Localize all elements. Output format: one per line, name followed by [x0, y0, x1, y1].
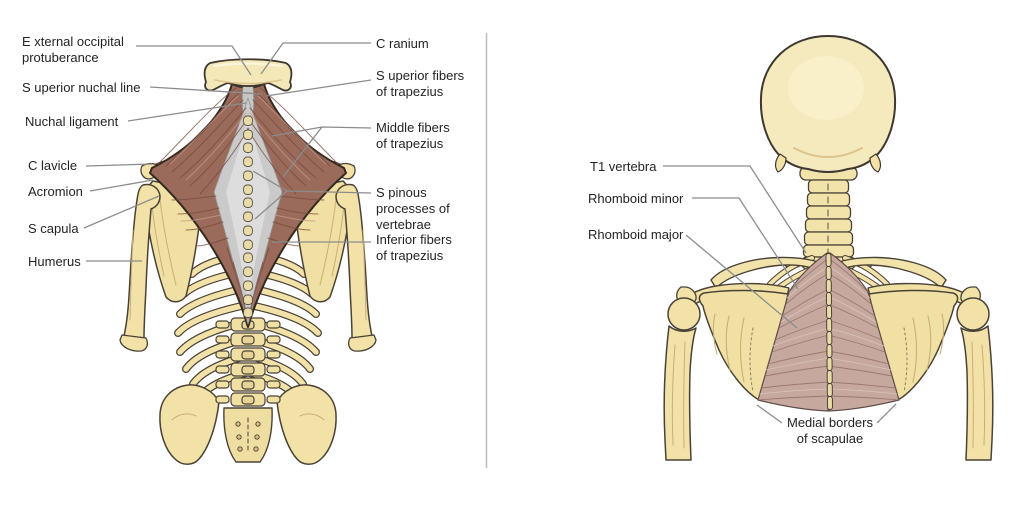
- humeral-head-bone: [667, 297, 701, 331]
- leader-middle-fibers: [271, 126, 372, 178]
- leader-superior-nuchal-line: [149, 86, 263, 95]
- label-inferior-fibers-of-trapezius: Inferior fibers of trapezius: [376, 232, 452, 264]
- skull: [759, 35, 897, 173]
- leader-superior-fibers: [265, 79, 372, 97]
- leader-rhomboid-minor: [692, 197, 799, 290]
- label-line: Rhomboid minor: [588, 191, 684, 206]
- label-line: C lavicle: [28, 158, 78, 173]
- leader-cranium: [260, 42, 371, 75]
- label-line: S pinous: [376, 185, 427, 200]
- label-line: vertebrae: [376, 217, 431, 232]
- label-line: T1 vertebra: [590, 159, 657, 174]
- label-line: of trapezius: [376, 248, 444, 263]
- label-t1-vertebra: T1 vertebra: [590, 159, 656, 175]
- label-line: of trapezius: [376, 84, 444, 99]
- label-line: of scapulae: [796, 431, 864, 446]
- label-medial-borders-of-scapulae: Medial borders of scapulae: [772, 415, 888, 447]
- label-superior-fibers-of-trapezius: S uperior fibers of trapezius: [376, 68, 464, 100]
- label-scapula: S capula: [28, 221, 79, 237]
- leader-clavicle: [85, 163, 153, 167]
- leader-lines: [83, 42, 897, 424]
- label-line: Medial borders: [787, 415, 873, 430]
- cranium-highlight: [212, 62, 284, 68]
- label-rhomboid-major: Rhomboid major: [588, 227, 683, 243]
- leader-t1-vertebra: [663, 165, 807, 254]
- rhomboid-muscles: [757, 252, 830, 412]
- label-line: Acromion: [28, 184, 83, 199]
- label-line: S uperior fibers: [376, 68, 465, 83]
- label-line: of trapezius: [376, 136, 444, 151]
- leader-scapula: [83, 195, 160, 229]
- label-humerus: Humerus: [28, 254, 81, 270]
- spinous-processes: [243, 115, 253, 318]
- leader-rhomboid-major: [685, 234, 798, 329]
- iliac-wing-bone: [159, 384, 220, 465]
- figure-rhomboids-illustration: [663, 35, 993, 461]
- label-line: Nuchal ligament: [25, 114, 119, 129]
- label-nuchal-ligament: Nuchal ligament: [25, 114, 118, 130]
- clavicle-bone: [710, 256, 816, 289]
- label-spinous-processes-of-vertebrae: S pinous processes of vertebrae: [376, 185, 450, 233]
- iliac-shading: [171, 413, 197, 421]
- humerus-bone: [663, 325, 697, 461]
- aponeurosis-highlight: [226, 116, 270, 304]
- label-line: Inferior fibers: [376, 232, 452, 247]
- nuchal-line-shading: [214, 79, 282, 85]
- thoracic-spinous-dashes: [826, 254, 832, 410]
- label-line: E xternal occipital: [22, 34, 124, 49]
- label-line: protuberance: [22, 50, 99, 65]
- scapula-shading: [151, 199, 177, 286]
- label-line: S uperior nuchal line: [22, 80, 141, 95]
- humerus-shading: [129, 229, 134, 321]
- label-line: processes of: [376, 201, 450, 216]
- label-rhomboid-minor: Rhomboid minor: [588, 191, 683, 207]
- leader-spinous-processes: [252, 170, 372, 220]
- trapezius-highlight-fibers: [169, 95, 247, 222]
- label-line: Rhomboid major: [588, 227, 684, 242]
- label-line: Humerus: [28, 254, 81, 269]
- leader-medial-borders: [756, 403, 897, 424]
- figure-trapezius-illustration: [119, 58, 376, 465]
- label-superior-nuchal-line: S uperior nuchal line: [22, 80, 141, 96]
- label-line: C ranium: [376, 36, 429, 51]
- leader-nuchal-ligament: [127, 102, 247, 122]
- label-acromion: Acromion: [28, 184, 83, 200]
- leader-acromion: [89, 179, 154, 192]
- lumbar-vertebrae: [215, 317, 281, 407]
- label-clavicle: C lavicle: [28, 158, 77, 174]
- leader-external-occipital-protuberance: [136, 45, 252, 76]
- label-cranium: C ranium: [376, 36, 429, 52]
- label-middle-fibers-of-trapezius: Middle fibers of trapezius: [376, 120, 450, 152]
- label-line: S capula: [28, 221, 79, 236]
- sacral-foramina: [235, 421, 261, 452]
- label-line: Middle fibers: [376, 120, 450, 135]
- elbow-bone: [119, 334, 148, 352]
- label-external-occipital-protuberance: E xternal occipital protuberance: [22, 34, 124, 66]
